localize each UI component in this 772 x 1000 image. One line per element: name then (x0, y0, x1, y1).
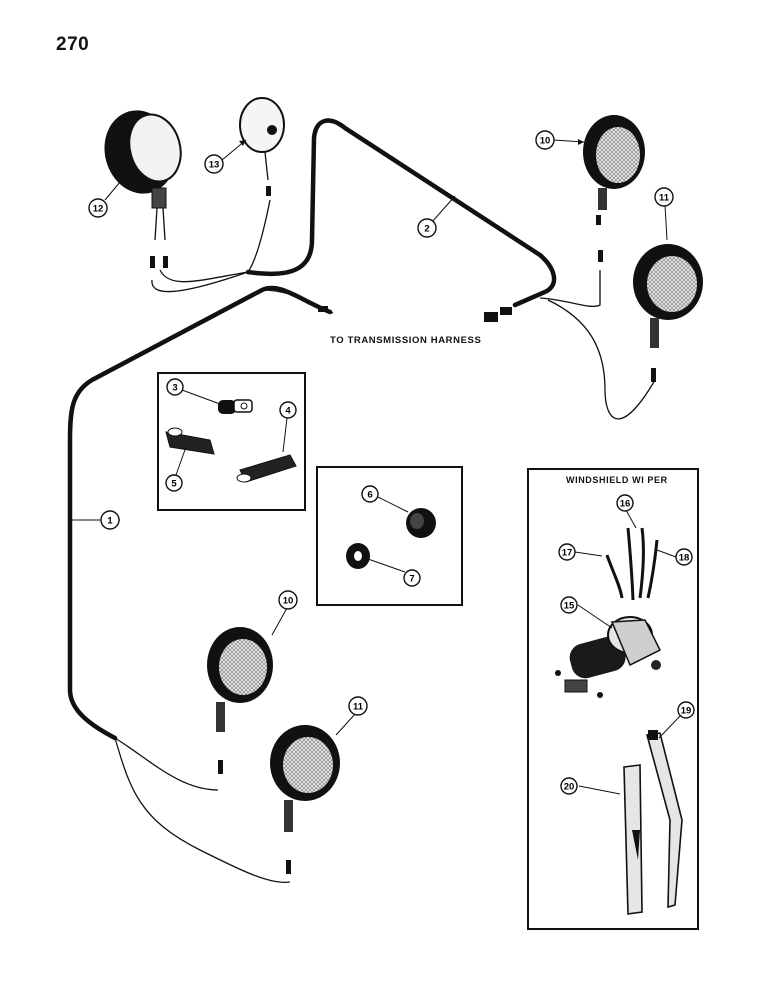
work-lamp-11-top (633, 244, 703, 348)
svg-text:2: 2 (424, 224, 429, 235)
connector (318, 306, 328, 312)
page-number: 270 (56, 34, 90, 55)
harness-2-branch-right (539, 270, 601, 307)
svg-text:20: 20 (564, 782, 575, 793)
callout-12: 12 (88, 198, 108, 218)
callout-17: 17 (558, 543, 576, 561)
callouts: 12 13 2 10 11 1 3 4 5 6 7 10 11 16 17 18… (88, 130, 695, 795)
harness-2-branch-13 (247, 199, 271, 273)
work-lamp-11-bottom (270, 725, 340, 832)
svg-text:10: 10 (540, 136, 551, 147)
callout-6: 6 (361, 485, 379, 503)
svg-text:7: 7 (409, 574, 414, 585)
svg-text:17: 17 (562, 548, 573, 559)
flood-lamp-12 (104, 110, 182, 241)
svg-text:16: 16 (620, 499, 631, 510)
harness-2-branch-left (159, 269, 249, 283)
connector-transmission (484, 312, 498, 322)
callout-15: 15 (560, 596, 578, 614)
callout-19: 19 (677, 701, 695, 719)
svg-text:11: 11 (659, 193, 670, 204)
harness-2-branch-left2 (151, 271, 249, 293)
wiper-motor-15 (555, 616, 662, 698)
callout-10-top: 10 (535, 130, 555, 150)
svg-text:18: 18 (679, 553, 690, 564)
warning-lamp-13 (239, 97, 285, 181)
harness-2-branch-right2 (547, 299, 656, 420)
svg-text:15: 15 (564, 601, 575, 612)
grommet-7 (346, 543, 370, 569)
svg-text:6: 6 (367, 490, 372, 501)
callout-10-bottom: 10 (278, 590, 298, 610)
callout-3: 3 (166, 378, 184, 396)
harness-1 (67, 285, 333, 741)
callout-11-bottom: 11 (348, 696, 368, 716)
svg-text:3: 3 (172, 383, 177, 394)
work-lamp-10-top (583, 115, 645, 210)
connector-transmission-2 (500, 307, 512, 315)
harness-1-branch-b (114, 737, 291, 884)
callout-16: 16 (616, 494, 634, 512)
callout-2: 2 (417, 218, 437, 238)
harness-1-branch-a (114, 737, 219, 791)
grommets-box (316, 466, 463, 606)
svg-text:1: 1 (107, 516, 113, 527)
svg-text:13: 13 (209, 160, 220, 171)
svg-text:5: 5 (171, 479, 177, 490)
harness-1-branch-upper (261, 289, 334, 314)
work-lamp-10-bottom (207, 627, 273, 732)
wiper-blade-20 (623, 764, 643, 915)
clip-5 (165, 427, 215, 455)
wiper-cables (605, 527, 659, 601)
svg-text:11: 11 (353, 702, 364, 713)
svg-text:4: 4 (285, 406, 291, 417)
callout-7: 7 (403, 569, 421, 587)
wiper-arm-19 (645, 730, 683, 909)
grommet-6 (406, 508, 436, 538)
callout-4: 4 (279, 401, 297, 419)
callout-20: 20 (560, 777, 578, 795)
windshield-wiper-title: WINDSHIELD WI PER (566, 475, 668, 485)
clip-4 (236, 454, 297, 483)
svg-text:10: 10 (283, 596, 294, 607)
clip-3 (218, 399, 253, 414)
callout-11-top: 11 (654, 187, 674, 207)
svg-text:12: 12 (93, 204, 104, 215)
svg-text:19: 19 (681, 706, 692, 717)
transmission-harness-label: TO TRANSMISSION HARNESS (330, 335, 482, 346)
harness-2 (245, 118, 557, 308)
callout-1: 1 (100, 510, 120, 530)
callout-18: 18 (675, 548, 693, 566)
callout-5: 5 (165, 474, 183, 492)
clips-box (157, 372, 306, 511)
callout-13: 13 (204, 154, 224, 174)
wiper-box (527, 468, 699, 930)
